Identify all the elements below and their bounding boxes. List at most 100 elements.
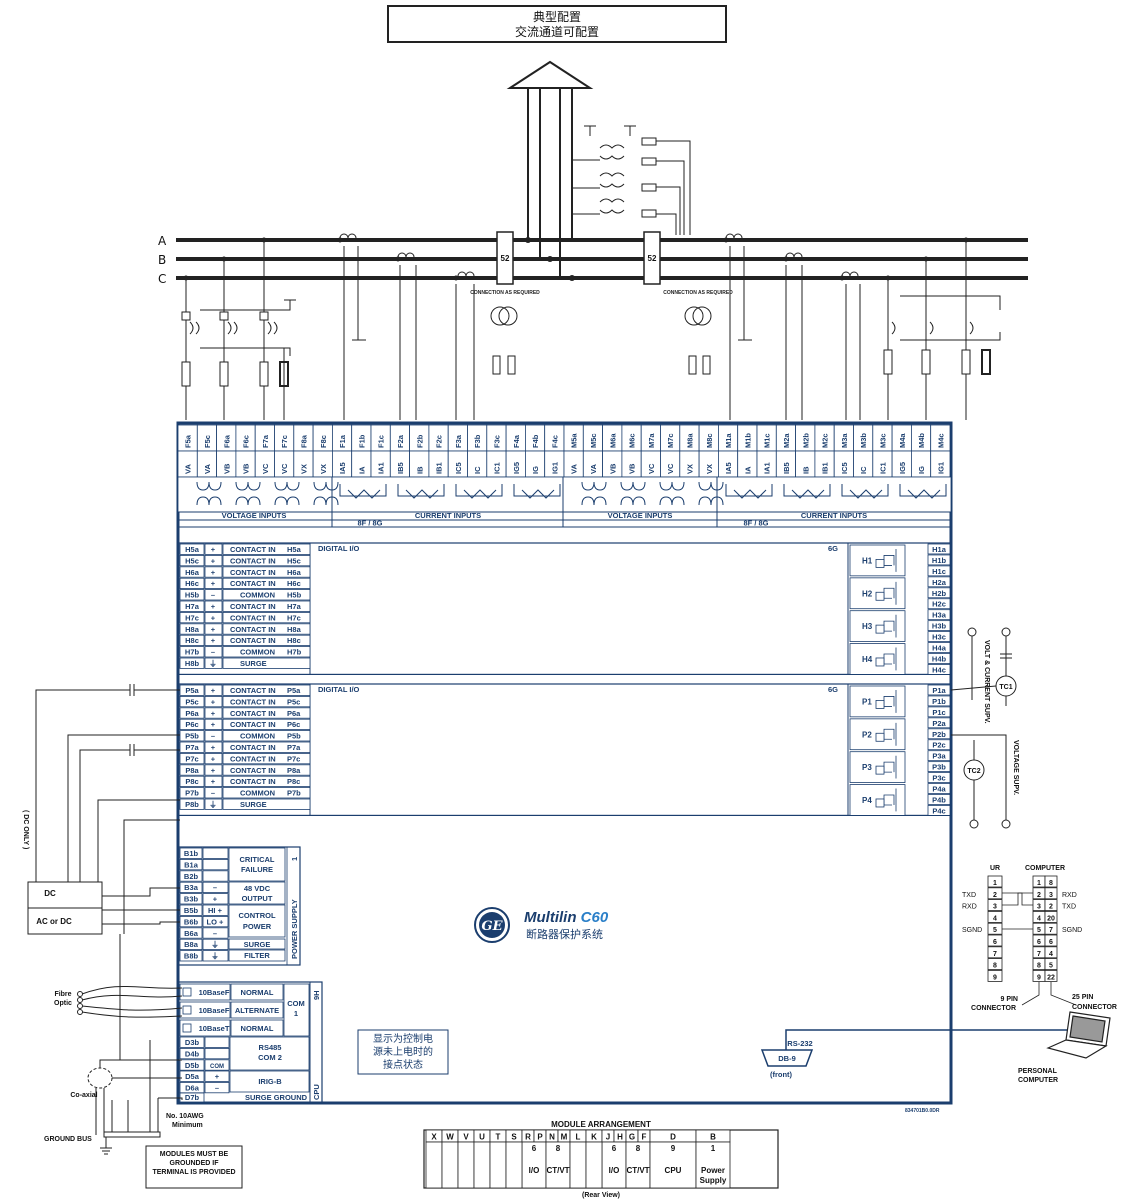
irigb-label: IRIG-B	[258, 1077, 282, 1086]
phase-a-label: A	[158, 234, 167, 248]
output-terminal-id: H3a	[932, 611, 947, 620]
ground-bus-label: GROUND BUS	[44, 1136, 92, 1143]
output-terminal	[927, 642, 951, 653]
tc2-label: TC2	[967, 768, 980, 775]
pc-pin-9: 8	[1037, 963, 1041, 970]
pin9-label-2: CONNECTOR	[971, 1005, 1016, 1012]
connection-note-left: CONNECTION AS REQUIRED	[470, 290, 540, 296]
left-vt-group	[181, 240, 296, 420]
io-right-id: H5c	[287, 556, 301, 565]
signal-name: IC5	[454, 462, 463, 474]
voltage-inputs-label-m: VOLTAGE INPUTS	[608, 511, 673, 520]
io-terminal-id: H7c	[185, 613, 199, 622]
terminal-id: M5c	[589, 433, 598, 448]
output-terminal	[927, 750, 951, 762]
io-terminal-id: P6c	[185, 720, 198, 729]
com1-label: COM	[287, 999, 305, 1008]
io-polarity: +	[211, 613, 216, 622]
volt-current-supv-label: VOLT & CURRENT SUPV.	[983, 640, 990, 724]
terminal-id: M5a	[570, 433, 579, 448]
db9-front-label: (front)	[770, 1070, 793, 1079]
signal-name: IG5	[512, 462, 521, 474]
signal-name: IB5	[782, 462, 791, 474]
pc-pin-9: 9	[1037, 974, 1041, 981]
pc-pin-25: 6	[1049, 939, 1053, 946]
terminal-id: F3c	[492, 435, 501, 448]
ps-polarity: HI +	[208, 906, 223, 915]
io-function: CONTACT IN	[230, 754, 276, 763]
io-terminal	[179, 730, 205, 742]
io-terminal-id: P5b	[185, 732, 199, 741]
rs485-com-terminal: COM	[210, 1064, 224, 1070]
terminal-id: M2c	[821, 433, 830, 448]
terminal-id: M3a	[840, 433, 849, 448]
output-relay-label: P4	[862, 796, 872, 805]
pc-pin-25: 5	[1049, 963, 1053, 970]
critical-failure-label-2: FAILURE	[241, 865, 273, 874]
ps-terminal-id: B6b	[184, 917, 199, 926]
output-terminal	[927, 805, 951, 816]
io-terminal	[179, 589, 205, 601]
io-polarity: +	[211, 579, 216, 588]
output-relay-label: H2	[862, 589, 873, 598]
current-inputs-label-f: CURRENT INPUTS	[415, 511, 481, 520]
terminal-id: M3b	[859, 433, 868, 448]
signal-name: VB	[242, 463, 251, 474]
critical-failure-label: CRITICAL	[240, 855, 275, 864]
fibre-optic-label-2: Optic	[54, 1000, 72, 1007]
io-terminal	[179, 707, 205, 719]
io-right-id: P6a	[287, 709, 301, 718]
fibre-optic-label-1: Fibre	[54, 991, 71, 998]
sync-vt-left	[490, 306, 518, 375]
voltage-inputs-label-f: VOLTAGE INPUTS	[222, 511, 287, 520]
io-function: COMMON	[240, 591, 275, 600]
awg-note-1: No. 10AWG	[166, 1113, 204, 1120]
pin25-label-2: CONNECTOR	[1072, 1004, 1117, 1011]
output-relay-label: P3	[862, 763, 872, 772]
io-terminal	[179, 623, 205, 635]
io-terminal	[179, 696, 205, 708]
output-terminal-id: H2b	[932, 589, 947, 598]
io-terminal	[179, 543, 205, 555]
ps-terminal-id: B1a	[184, 860, 199, 869]
terminal-id: M8c	[705, 433, 714, 448]
tc1-label: TC1	[999, 684, 1012, 691]
com1-label-2: 1	[294, 1009, 298, 1018]
signal-name: VC	[647, 463, 656, 474]
io-function: CONTACT IN	[230, 777, 276, 786]
io-polarity: +	[211, 625, 216, 634]
ps-terminal-id: B1b	[184, 849, 199, 858]
output-terminal-id: H4c	[932, 665, 946, 674]
module-number: 9	[671, 1144, 676, 1153]
module-slot-letter: J	[606, 1133, 610, 1142]
ps-terminal-id: B6a	[184, 929, 199, 938]
title-line2: 交流通道可配置	[515, 24, 599, 39]
connection-note-right: CONNECTION AS REQUIRED	[663, 290, 733, 296]
breaker-right-label: 52	[648, 254, 657, 263]
output-terminal	[927, 587, 951, 599]
terminal-id: M6a	[608, 433, 617, 448]
terminal-id: F2b	[415, 434, 424, 448]
db9-label: DB-9	[778, 1054, 796, 1063]
pc-pin-9: 4	[1037, 915, 1041, 922]
signal-name: IG	[531, 466, 540, 474]
signal-name: IG5	[898, 462, 907, 474]
io-polarity: +	[211, 743, 216, 752]
ps-polarity: +	[213, 895, 218, 904]
terminal-id: M4c	[936, 433, 945, 448]
io-terminal	[179, 741, 205, 753]
rs485-terminal: D4b	[185, 1049, 200, 1058]
io-terminal	[179, 798, 205, 810]
signal-name: IA5	[724, 462, 733, 474]
busbars	[176, 238, 1028, 280]
signal-name: IB	[415, 466, 424, 474]
io-function: SURGE	[240, 800, 267, 809]
voltage-supv-label: VOLTAGE SUPV.	[1012, 740, 1019, 795]
signal-name: IC	[473, 466, 482, 474]
io-right-id: P8c	[287, 777, 300, 786]
signal-name: VA	[589, 464, 598, 474]
pc-signal: SGND	[1062, 927, 1082, 934]
io-terminal-id: P5c	[185, 697, 198, 706]
